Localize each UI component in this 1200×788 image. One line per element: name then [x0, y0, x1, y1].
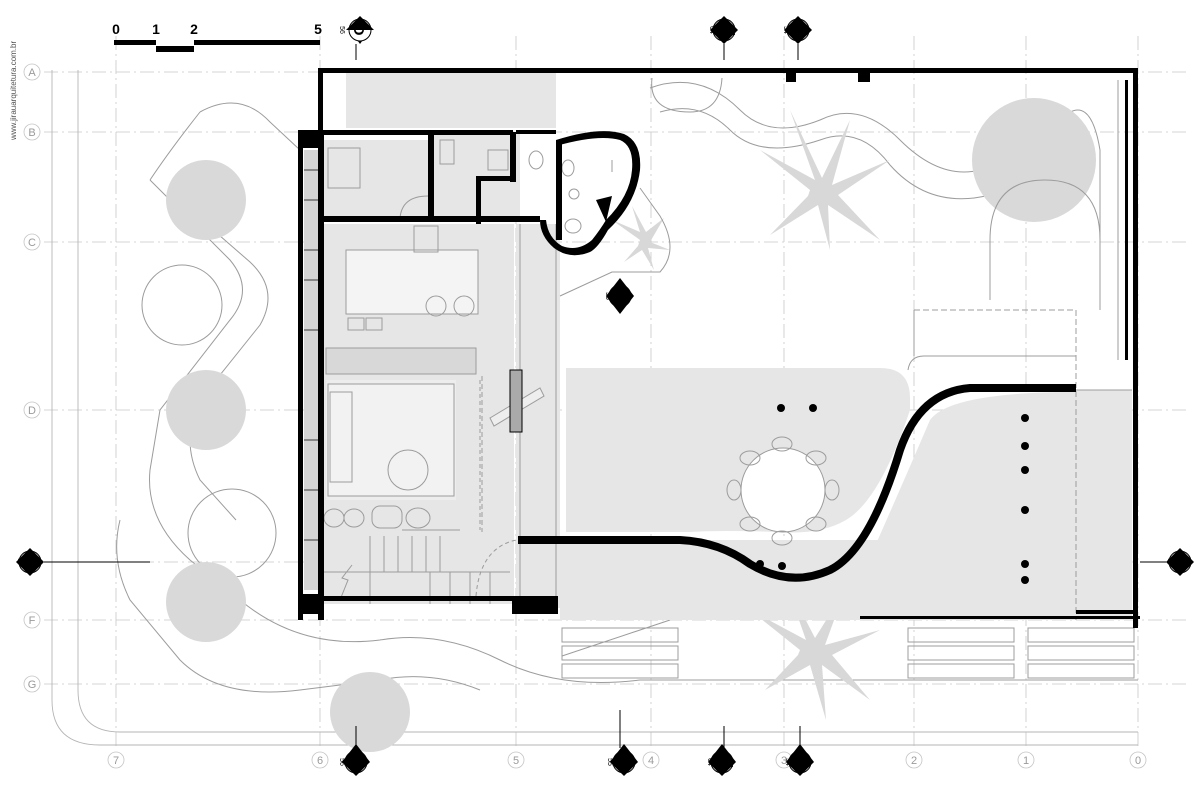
walls	[298, 68, 1140, 628]
svg-text:57: 57	[16, 558, 23, 566]
svg-text:2: 2	[911, 755, 917, 767]
grid-row-b: B	[23, 123, 41, 141]
section-marker-e-left: E 57	[16, 548, 44, 576]
scale-label-5: 5	[314, 21, 322, 37]
tree	[166, 370, 246, 450]
staircase	[324, 536, 517, 604]
tree	[972, 98, 1096, 222]
grid-row-g: G	[23, 675, 41, 693]
tree	[166, 160, 246, 240]
grid-row-d: D	[23, 401, 41, 419]
section-marker-b-top: B 54	[782, 16, 812, 44]
svg-text:04: 04	[708, 26, 715, 34]
section-marker-d-bottom: D 56	[338, 744, 370, 776]
svg-text:C: C	[28, 237, 36, 249]
svg-text:B: B	[801, 754, 812, 771]
svg-text:A: A	[28, 67, 36, 79]
section-cut-lines	[44, 44, 1166, 748]
svg-text:56: 56	[338, 758, 345, 766]
svg-text:3: 3	[781, 755, 787, 767]
grid-row-c: C	[23, 233, 41, 251]
site-landscape	[51, 70, 1138, 752]
parking-slabs	[561, 619, 1135, 679]
svg-text:0: 0	[1135, 755, 1141, 767]
svg-text:55: 55	[604, 292, 611, 300]
grid-col-7: 7	[107, 751, 125, 769]
svg-text:E: E	[22, 561, 39, 571]
svg-text:6: 6	[317, 755, 323, 767]
credit-text: www.jirauarquitetura.com.br	[9, 41, 18, 141]
svg-text:54: 54	[782, 26, 789, 34]
scale-label-1: 1	[152, 21, 160, 37]
svg-text:B: B	[28, 127, 35, 139]
scale-label-2: 2	[190, 21, 198, 37]
svg-text:C: C	[621, 288, 632, 305]
svg-text:B: B	[799, 22, 810, 39]
svg-text:7: 7	[113, 755, 119, 767]
svg-text:54: 54	[784, 758, 791, 766]
grid-col-4: 4	[642, 751, 660, 769]
grid-col-6: 6	[311, 751, 329, 769]
svg-text:56: 56	[338, 26, 345, 34]
grid-col-1: 1	[1017, 751, 1035, 769]
svg-text:04: 04	[706, 758, 713, 766]
svg-text:C: C	[625, 754, 636, 771]
section-marker-e-right: E 57	[1166, 548, 1194, 576]
svg-text:1: 1	[1023, 755, 1029, 767]
svg-text:D: D	[347, 763, 364, 774]
section-marker-b-bottom: B 54	[784, 744, 814, 776]
svg-text:D: D	[350, 25, 367, 36]
section-marker-a-top: A 04	[708, 16, 738, 44]
svg-text:A: A	[723, 754, 734, 771]
grid-col-0: 0	[1129, 751, 1147, 769]
palm-tree	[612, 110, 890, 720]
section-marker-c-bottom: C 55	[606, 744, 638, 776]
section-marker-c-mid: C 55	[604, 278, 634, 314]
grid-row-f: F	[23, 611, 41, 629]
svg-text:A: A	[725, 22, 736, 39]
svg-text:F: F	[29, 615, 36, 627]
svg-text:5: 5	[513, 755, 519, 767]
svg-text:G: G	[28, 679, 37, 691]
grid-col-2: 2	[905, 751, 923, 769]
svg-text:57: 57	[1166, 558, 1173, 566]
section-marker-a-bottom: A 04	[706, 744, 736, 776]
tree	[166, 562, 246, 642]
tree	[330, 672, 410, 752]
svg-text:55: 55	[606, 758, 613, 766]
section-marker-d-top: D 56	[338, 16, 374, 44]
svg-text:D: D	[28, 405, 36, 417]
scale-bar: 0 1 2 5	[112, 21, 322, 52]
svg-text:4: 4	[648, 755, 654, 767]
grid-row-a: A	[23, 63, 41, 81]
svg-text:E: E	[1172, 561, 1189, 571]
grid-row-labels: A B C D F G	[23, 63, 41, 693]
grid-col-5: 5	[507, 751, 525, 769]
scale-label-0: 0	[112, 21, 120, 37]
